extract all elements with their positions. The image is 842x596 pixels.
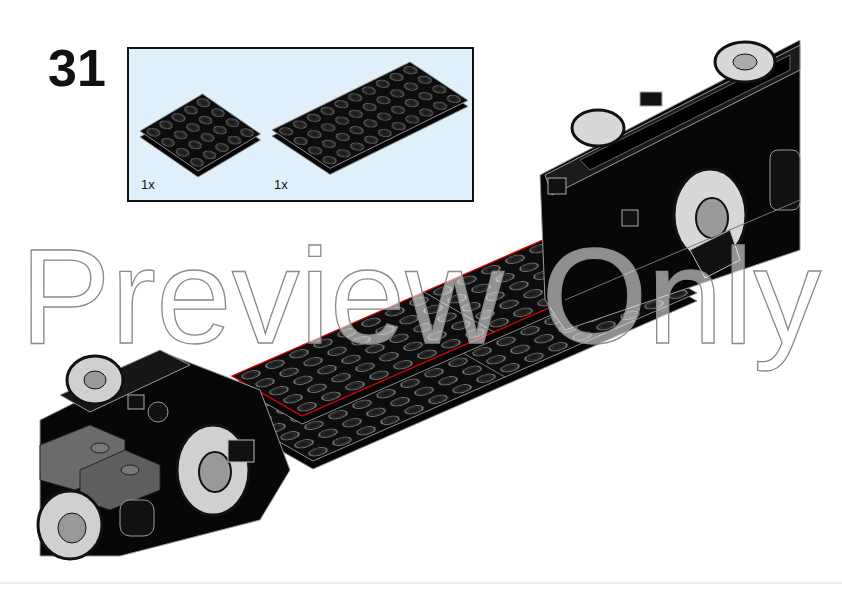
step-number: 31 xyxy=(48,42,106,94)
part-quantity: 1x xyxy=(141,177,155,192)
parts-callout-box: 1x 1x xyxy=(127,47,474,202)
part-quantity: 1x xyxy=(274,177,288,192)
chassis xyxy=(38,350,290,559)
watermark: Preview Only xyxy=(20,228,821,364)
part-images xyxy=(127,47,474,202)
